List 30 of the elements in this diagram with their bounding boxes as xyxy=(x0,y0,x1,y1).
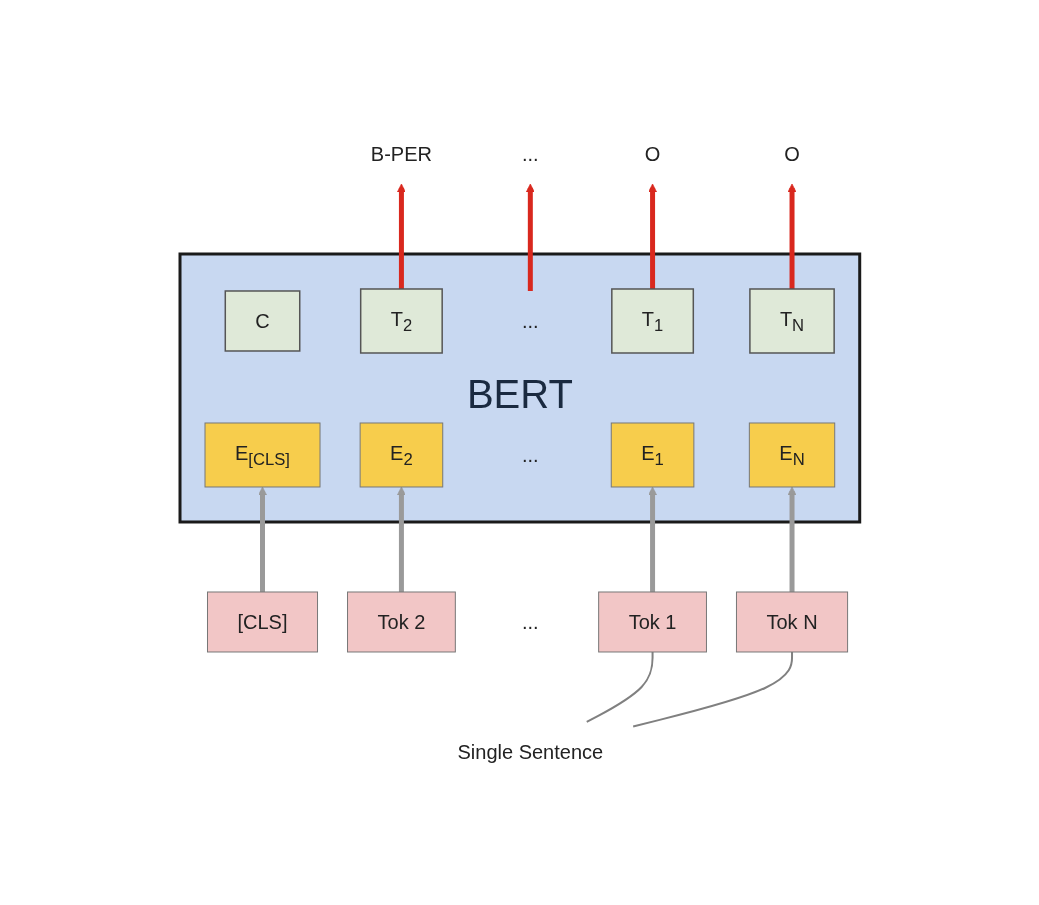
node-box: Tok 2 xyxy=(346,591,456,652)
connector xyxy=(631,650,793,727)
arrow xyxy=(396,486,406,592)
arrow xyxy=(257,486,267,592)
node-box: E$_{N}$ xyxy=(748,422,835,487)
node-text: ... xyxy=(521,309,539,332)
node-box: T$_{N}$ xyxy=(748,287,835,354)
node-text: ... xyxy=(521,443,539,466)
arrow xyxy=(787,486,797,592)
node-box: [CLS] xyxy=(206,591,318,652)
node-box: Tok 1 xyxy=(597,591,707,652)
node-box: T$_{2}$ xyxy=(359,287,443,354)
node-box: E$_{[CLS]}$ xyxy=(204,422,321,487)
connector xyxy=(585,650,654,723)
arrow xyxy=(396,183,406,289)
node-box: C xyxy=(224,289,301,352)
node-box: E$_{2}$ xyxy=(359,422,443,487)
node-text: O xyxy=(783,142,800,165)
node-text: ... xyxy=(521,142,539,165)
node-text: O xyxy=(644,142,660,165)
node-box: E$_{1}$ xyxy=(610,422,694,487)
arrow xyxy=(647,183,657,289)
node-text: B-PER xyxy=(370,142,432,165)
arrow xyxy=(525,183,535,291)
node-box: Tok N xyxy=(735,591,848,652)
arrow xyxy=(647,486,657,592)
node-box: T$_{1}$ xyxy=(610,287,694,354)
arrow xyxy=(787,183,797,289)
node-text: ... xyxy=(521,610,539,633)
node-text: Single Sentence xyxy=(457,740,603,763)
